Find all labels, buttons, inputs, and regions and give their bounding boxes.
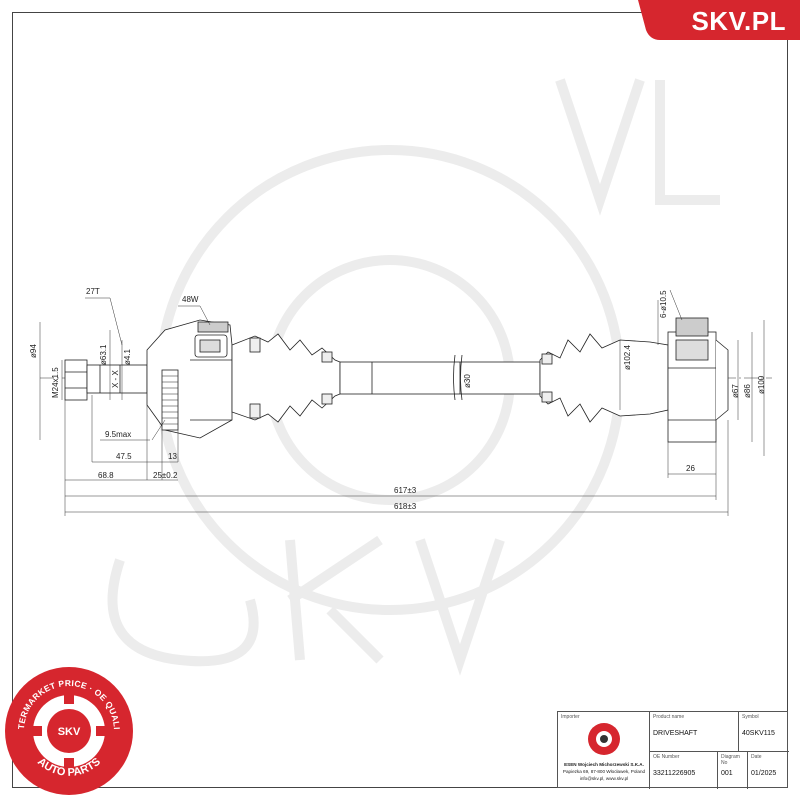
importer-logo xyxy=(588,723,620,755)
left-hub xyxy=(64,319,233,439)
shaft-bar xyxy=(339,354,541,401)
label-dia-67: ø67 xyxy=(731,384,740,398)
left-boot xyxy=(231,333,341,423)
symbol-value: 40SKV115 xyxy=(742,730,775,737)
label-spline-48w: 48W xyxy=(182,295,199,304)
label-617: 617±3 xyxy=(394,486,417,495)
label-holes: 6-ø10.5 xyxy=(659,290,668,318)
importer-name: ESEN Wojciech Michorzewski S.K.A. xyxy=(564,762,644,767)
date-cell: Date 01/2025 xyxy=(748,752,789,789)
importer-cell: Importer ESEN Wojciech Michorzewski S.K.… xyxy=(558,712,650,789)
label-47-5: 47.5 xyxy=(116,452,132,461)
drawing-frame xyxy=(12,12,788,788)
dimension-lines xyxy=(39,289,765,516)
product-name-label: Product name xyxy=(653,714,685,720)
brand-tab-shape xyxy=(638,0,800,40)
quality-seal: AFTERMARKET PRICE · OE QUALITY AUTO PART… xyxy=(2,664,133,795)
right-boot xyxy=(539,333,669,423)
importer-label: Importer xyxy=(561,714,580,720)
right-hub xyxy=(667,317,729,443)
diagram-no-value: 001 xyxy=(721,770,733,777)
label-thread: M24x1.5 xyxy=(51,367,60,398)
label-618: 618±3 xyxy=(394,502,417,511)
brand-tab: SKV.PL xyxy=(638,0,800,40)
outer-spline-teeth xyxy=(197,321,229,333)
flange-bolt xyxy=(675,317,709,337)
label-13: 13 xyxy=(168,452,177,461)
symbol-label: Symbol xyxy=(742,714,759,720)
oe-number-value: 33211226905 xyxy=(653,770,696,777)
seal-center-text: SKV xyxy=(58,726,81,738)
diagram-no-cell: Diagram No 001 xyxy=(718,752,748,789)
label-9-5max: 9.5max xyxy=(105,430,131,439)
label-dia-102-4: ø102.4 xyxy=(623,345,632,370)
label-dia-4-1: ø4.1 xyxy=(123,348,132,365)
label-spline-27t: 27T xyxy=(86,287,100,296)
product-name-cell: Product name DRIVESHAFT xyxy=(650,712,739,752)
date-label: Date xyxy=(751,754,762,760)
label-dia-63-1: ø63.1 xyxy=(99,344,108,365)
diagram-no-label: Diagram No xyxy=(721,754,740,766)
label-dia-30: ø30 xyxy=(463,374,472,388)
axle-nut xyxy=(64,359,88,401)
label-68-8: 68.8 xyxy=(98,471,114,480)
label-xx: X - X xyxy=(111,370,120,388)
product-name-value: DRIVESHAFT xyxy=(653,730,698,737)
oe-number-cell: OE Number 33211226905 xyxy=(650,752,718,789)
dimension-labels: 27T 48W ø94 M24x1.5 ø63.1 ø4.1 X - X ø30… xyxy=(29,287,766,511)
label-26: 26 xyxy=(686,464,695,473)
importer-address: Papiezka 69, 87-800 Włocławek, Poland xyxy=(562,769,646,774)
oe-number-label: OE Number xyxy=(653,754,680,760)
label-dia-86: ø86 xyxy=(743,384,752,398)
symbol-cell: Symbol 40SKV115 xyxy=(739,712,789,752)
date-value: 01/2025 xyxy=(751,770,777,777)
title-block: Importer ESEN Wojciech Michorzewski S.K.… xyxy=(557,711,789,789)
label-dia-94: ø94 xyxy=(29,344,38,358)
importer-contact: info@skv.pl, www.skv.pl xyxy=(579,776,629,781)
label-25: 25±0.2 xyxy=(153,471,178,480)
brand-name: SKV.PL xyxy=(691,6,786,36)
label-dia-100: ø100 xyxy=(757,375,766,394)
